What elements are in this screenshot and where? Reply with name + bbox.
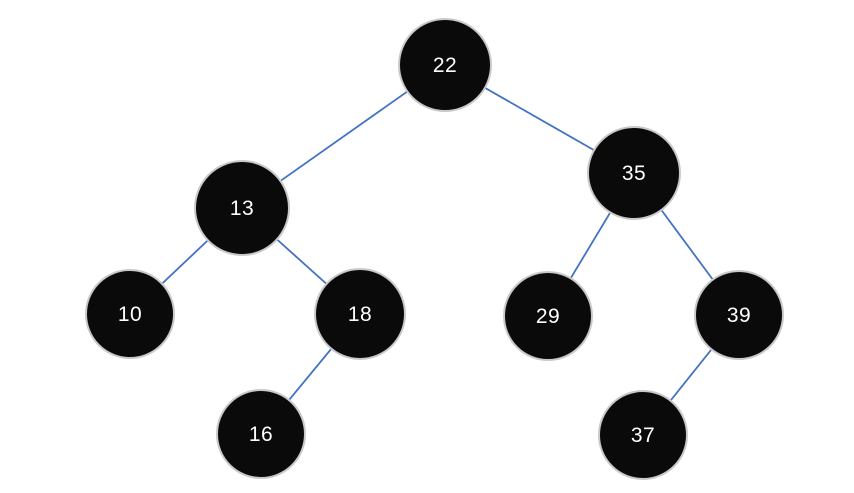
tree-node-37: 37 xyxy=(598,390,688,480)
tree-node-value: 22 xyxy=(432,53,458,77)
tree-node-value: 13 xyxy=(229,196,255,220)
tree-node-value: 39 xyxy=(726,303,752,327)
tree-node-value: 35 xyxy=(621,161,647,185)
tree-node-value: 16 xyxy=(248,422,274,446)
tree-node-16: 16 xyxy=(216,389,306,479)
tree-node-value: 29 xyxy=(535,304,561,328)
tree-node-22: 22 xyxy=(398,18,492,112)
tree-node-13: 13 xyxy=(194,160,290,256)
tree-node-10: 10 xyxy=(85,269,175,359)
tree-node-value: 37 xyxy=(630,423,656,447)
tree-node-value: 18 xyxy=(347,302,373,326)
tree-node-value: 10 xyxy=(117,302,143,326)
tree-node-39: 39 xyxy=(694,270,784,360)
tree-node-35: 35 xyxy=(587,126,681,220)
tree-node-29: 29 xyxy=(503,271,593,361)
tree-node-18: 18 xyxy=(314,268,406,360)
